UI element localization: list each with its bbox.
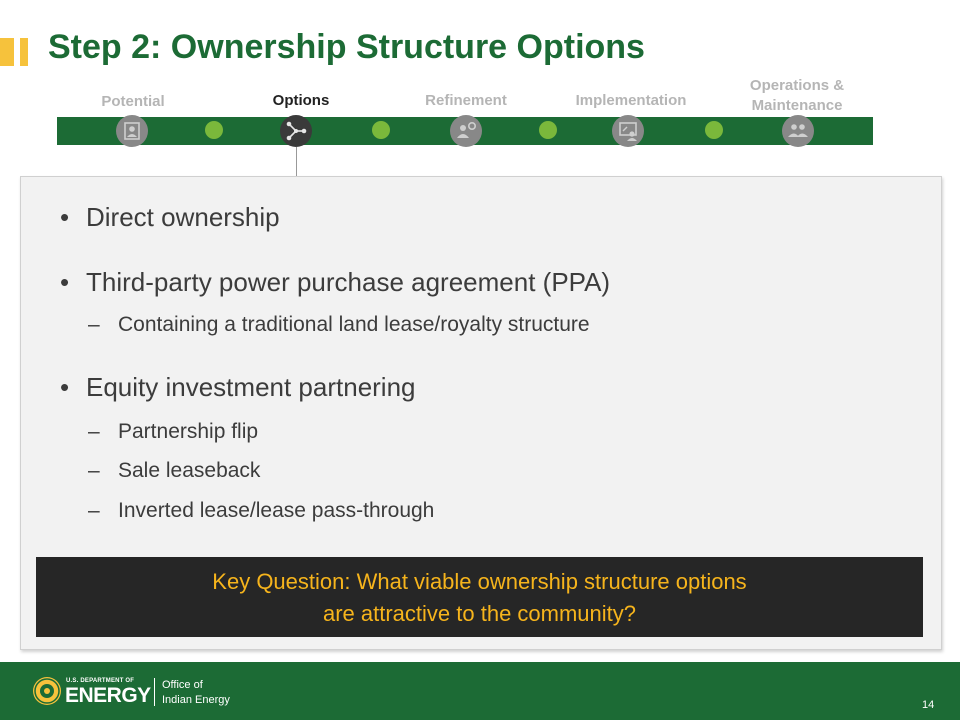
sub-bullet-partnership-flip: –Partnership flip	[88, 420, 259, 443]
sub-bullet-land-lease: –Containing a traditional land lease/roy…	[88, 313, 590, 336]
step-label-implementation: Implementation	[575, 92, 687, 109]
bullet-text: Direct ownership	[86, 202, 280, 232]
doe-energy-wordmark: ENERGY	[65, 684, 151, 707]
sub-bullet-text: Inverted lease/lease pass-through	[118, 499, 435, 522]
step-connector-dot-2	[372, 121, 390, 139]
office-name-line2: Indian Energy	[162, 694, 230, 706]
office-name-line1: Office of	[162, 679, 203, 691]
person-board-icon	[124, 122, 140, 140]
step-label-options: Options	[272, 92, 330, 109]
step-label-potential: Potential	[101, 93, 165, 110]
step-connector-dot-4	[705, 121, 723, 139]
slide-title: Step 2: Ownership Structure Options	[48, 28, 645, 66]
step-label-operations-line1: Operations &	[749, 77, 845, 94]
people-group-icon	[788, 124, 808, 137]
bullet-equity-investment: •Equity investment partnering	[60, 372, 416, 402]
bullet-text: Third-party power purchase agreement (PP…	[86, 267, 611, 297]
accent-bar-wide	[0, 38, 14, 66]
step-node-implementation	[612, 115, 644, 147]
step-node-refinement	[450, 115, 482, 147]
step-node-operations	[782, 115, 814, 147]
sub-bullet-inverted-lease: –Inverted lease/lease pass-through	[88, 499, 435, 522]
key-question-line1: Key Question: What viable ownership stru…	[212, 569, 747, 594]
step-connector-dot-3	[539, 121, 557, 139]
footer-bar	[0, 662, 960, 720]
key-question-box: Key Question: What viable ownership stru…	[36, 557, 923, 637]
doe-seal-icon	[33, 677, 61, 705]
person-gear-icon	[457, 122, 476, 138]
step-label-operations-line2: Maintenance	[751, 97, 843, 114]
title-accent-bars	[0, 38, 30, 66]
bullet-text: Equity investment partnering	[86, 372, 416, 402]
sub-bullet-text: Partnership flip	[118, 420, 259, 443]
bullet-third-party-ppa: •Third-party power purchase agreement (P…	[60, 267, 611, 297]
step-node-options	[280, 115, 312, 147]
step-node-potential	[116, 115, 148, 147]
bullet-direct-ownership: •Direct ownership	[60, 202, 280, 232]
sub-bullet-sale-leaseback: –Sale leaseback	[88, 459, 261, 482]
key-question-line2: are attractive to the community?	[322, 601, 637, 626]
step-connector-dot-1	[205, 121, 223, 139]
branch-options-icon	[286, 121, 307, 141]
active-step-pointer-line	[296, 147, 297, 177]
accent-bar-narrow	[20, 38, 28, 66]
logo-divider	[154, 678, 155, 706]
step-label-refinement: Refinement	[425, 92, 507, 109]
sub-bullet-text: Sale leaseback	[118, 459, 261, 482]
page-number: 14	[922, 699, 935, 711]
sub-bullet-text: Containing a traditional land lease/roya…	[118, 313, 590, 336]
doe-department-label: U.S. DEPARTMENT OF	[66, 678, 135, 684]
person-chart-icon	[619, 122, 637, 141]
